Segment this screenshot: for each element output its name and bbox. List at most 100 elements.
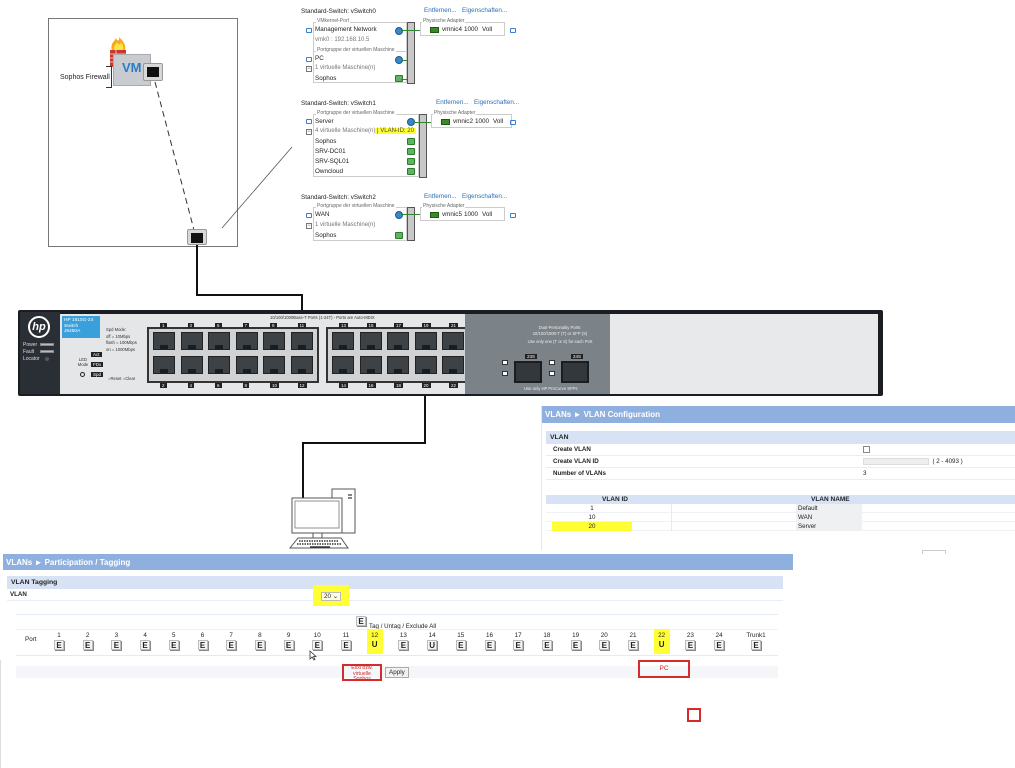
port-number: 21 xyxy=(629,632,637,639)
port-tag-toggle[interactable]: E xyxy=(398,640,409,650)
comment-icon[interactable] xyxy=(306,213,312,218)
properties-link[interactable]: Eigenschaften... xyxy=(474,99,520,106)
speed-mode-legend: Spd Mode: off = 10Mbps flash = 100Mbps o… xyxy=(106,327,137,353)
legend-line: off = 10Mbps xyxy=(106,333,131,339)
ethernet-port xyxy=(332,356,354,374)
port-tag-toggle[interactable]: E xyxy=(82,640,93,650)
remove-link[interactable]: Entfernen... xyxy=(424,7,457,14)
ethernet-port xyxy=(442,356,464,374)
vm-item[interactable]: SRV-DC01 xyxy=(315,148,346,155)
vlan-id-cell: 1 xyxy=(590,505,594,512)
port-tag-toggle[interactable]: U xyxy=(371,640,378,649)
collapse-icon[interactable]: − xyxy=(306,129,312,135)
port-number: 19 xyxy=(572,632,580,639)
create-vlan-id-input[interactable] xyxy=(863,457,929,465)
nic-name[interactable]: vmnic4 xyxy=(442,26,462,33)
vm-item[interactable]: Owncloud xyxy=(315,168,344,175)
port-number: 18 xyxy=(543,632,551,639)
collapse-icon[interactable]: − xyxy=(306,223,312,229)
vm-icon xyxy=(407,148,415,155)
port-tag-toggle[interactable]: E xyxy=(140,640,151,650)
nic-name[interactable]: vmnic2 xyxy=(453,118,473,125)
vlan-name-cell[interactable]: Default xyxy=(796,504,862,513)
port-tag-toggle[interactable]: E xyxy=(513,640,524,650)
port-tag-toggle[interactable]: E xyxy=(628,640,638,650)
properties-link[interactable]: Eigenschaften... xyxy=(462,7,508,14)
port-tag-toggle[interactable]: E xyxy=(599,640,610,650)
port-tag-toggle[interactable]: E xyxy=(751,640,761,650)
port-tag-toggle[interactable]: E xyxy=(197,640,208,650)
port-tag-toggle[interactable]: U xyxy=(427,640,438,650)
network-adapter-icon xyxy=(395,27,403,35)
port-tag-toggle[interactable]: E xyxy=(168,640,179,650)
remove-link[interactable]: Entfernen... xyxy=(424,193,457,200)
vlan-id-cell: 10 xyxy=(588,514,596,521)
create-vlan-checkbox[interactable] xyxy=(863,445,870,453)
port-tag-toggle[interactable]: E xyxy=(541,640,552,650)
vlan-select[interactable]: 20 ⌄ xyxy=(321,592,342,601)
port-highlight xyxy=(653,629,670,654)
vlan-name-cell[interactable]: WAN xyxy=(796,513,862,522)
tag-all-button[interactable]: E xyxy=(356,616,366,626)
port-tag-toggle[interactable]: E xyxy=(570,640,581,650)
comment-icon[interactable] xyxy=(510,120,516,125)
properties-link[interactable]: Eigenschaften... xyxy=(462,193,508,200)
port-tag-toggle[interactable]: E xyxy=(111,640,122,650)
port-tag-toggle[interactable]: E xyxy=(312,640,323,650)
left-border xyxy=(0,660,1,768)
apply-button[interactable]: Apply xyxy=(385,667,409,678)
led-mode-button[interactable] xyxy=(80,372,85,377)
port-tag-toggle[interactable]: E xyxy=(54,640,64,650)
ethernet-port xyxy=(359,332,382,350)
cell-divider xyxy=(671,513,672,522)
port-tag-toggle[interactable]: E xyxy=(283,640,294,650)
network-port-icon xyxy=(143,63,163,81)
ethernet-port xyxy=(153,356,175,374)
vlan-name-cell[interactable]: Server xyxy=(796,522,862,531)
comment-icon[interactable] xyxy=(510,213,516,218)
port-tag-toggle[interactable]: E xyxy=(254,640,265,650)
comment-icon[interactable] xyxy=(306,119,312,124)
port-number-label: 2 xyxy=(160,383,167,388)
vm-item[interactable]: SRV-SQL01 xyxy=(315,158,350,165)
comment-icon[interactable] xyxy=(306,57,312,62)
collapse-icon[interactable]: − xyxy=(306,66,312,72)
kernel-port-name[interactable]: Management Network xyxy=(315,26,377,33)
vm-item[interactable]: Sophos xyxy=(315,75,337,82)
port-tag-toggle[interactable]: E xyxy=(685,640,696,650)
portgroup-name[interactable]: PC xyxy=(315,55,324,62)
comment-icon[interactable] xyxy=(510,28,516,33)
vlan-table-row: 1 Default xyxy=(546,504,1015,513)
locator-label: Locator xyxy=(23,356,40,362)
vm-count: 1 virtuelle Maschine(n) xyxy=(315,65,376,71)
nic-speed: 1000 xyxy=(475,118,490,125)
ethernet-port xyxy=(153,332,175,350)
port-number-label: 9 xyxy=(270,323,277,328)
port-number: 10 xyxy=(313,632,321,639)
create-vlan-row: Create VLAN xyxy=(546,444,1015,456)
port-tag-toggle[interactable]: E xyxy=(484,640,495,650)
port-tag-toggle[interactable]: E xyxy=(714,640,725,650)
sfp-note: Use only HP ProCurve SFPs xyxy=(524,386,578,391)
remove-link[interactable]: Entfernen... xyxy=(436,99,469,106)
comment-icon[interactable] xyxy=(306,28,312,33)
ethernet-port xyxy=(208,356,230,374)
ethernet-port xyxy=(359,356,382,374)
portgroup-name[interactable]: WAN xyxy=(315,211,330,218)
port-tag-toggle[interactable]: U xyxy=(658,640,665,649)
fault-led xyxy=(40,350,54,353)
port-number: 9 xyxy=(286,632,291,639)
model-badge: HP 1810G-24 Switch J9450A xyxy=(62,316,100,338)
nic-name[interactable]: vmnic5 xyxy=(442,211,462,218)
portgroup-name[interactable]: Server xyxy=(315,118,334,125)
port-tag-toggle[interactable]: E xyxy=(226,640,237,650)
host-network-port-icon xyxy=(187,229,207,245)
vm-badge: VM xyxy=(122,60,142,75)
port-tag-toggle[interactable]: E xyxy=(341,640,351,650)
port-tag-toggle[interactable]: E xyxy=(455,640,466,650)
vm-item[interactable]: Sophos xyxy=(315,138,337,145)
vm-item[interactable]: Sophos xyxy=(315,232,337,239)
